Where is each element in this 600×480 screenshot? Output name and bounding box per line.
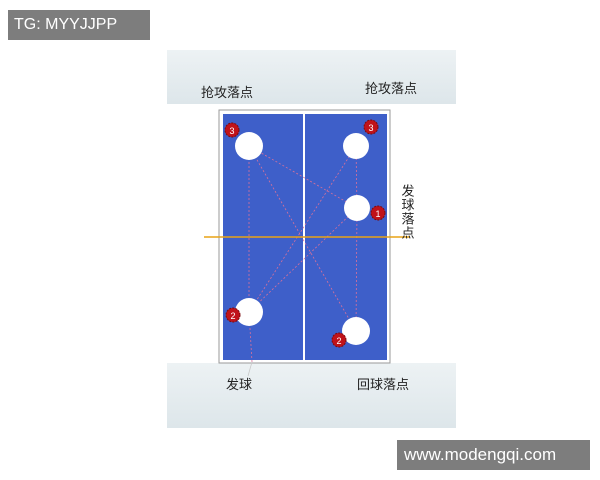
marker-3-left-label: 3 [229,126,234,136]
marker-1: 1 [370,205,386,221]
serve-pointer [247,361,253,377]
top-panel [167,50,456,104]
label-return-landing: 回球落点 [357,378,409,393]
landing-circle-serve [344,195,370,221]
label-serve-landing: 发球落点 [399,183,415,240]
marker-2-left: 2 [225,307,241,323]
landing-circle-attack-left [235,132,263,160]
marker-3-right-label: 3 [368,123,373,133]
landing-circle-attack-right [343,133,369,159]
marker-2-left-label: 2 [230,311,235,321]
marker-2-right: 2 [331,332,347,348]
landing-circle-return [342,317,370,345]
label-serve: 发球 [226,377,252,393]
landing-circle-serve-origin [235,298,263,326]
label-attack-left: 抢攻落点 [201,85,253,101]
marker-1-label: 1 [375,209,380,219]
bottom-panel [167,363,456,428]
watermark-top: TG: MYYJJPP [8,10,150,40]
marker-3-right: 3 [363,119,379,135]
marker-3-left: 3 [224,122,240,138]
ball-trajectories [248,145,358,363]
label-attack-right: 抢攻落点 [365,81,417,97]
watermark-bottom: www.modengqi.com [397,440,590,470]
marker-2-right-label: 2 [336,336,341,346]
